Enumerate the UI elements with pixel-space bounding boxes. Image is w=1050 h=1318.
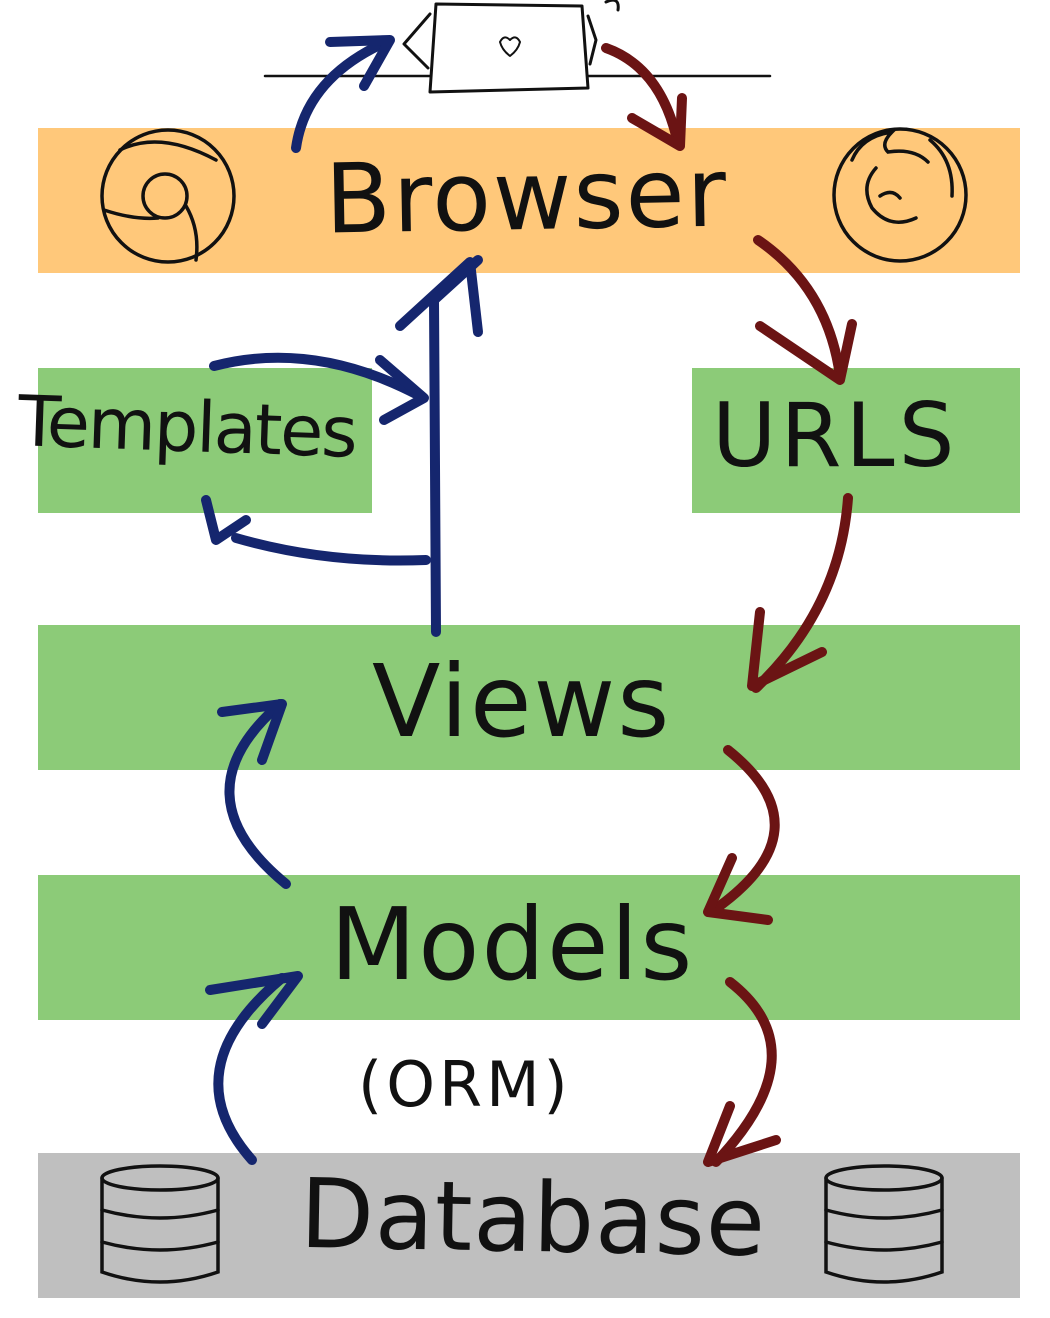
- urls-band: [692, 368, 1020, 513]
- templates-label: Templates: [16, 380, 358, 474]
- browser-label: Browser: [324, 136, 729, 256]
- urls-label: URLS: [712, 384, 959, 487]
- database-label: Database: [299, 1157, 768, 1279]
- models-band: [38, 875, 1020, 1020]
- views-band: [38, 625, 1020, 770]
- views-label: Views: [372, 643, 672, 760]
- models-label: Models: [330, 886, 695, 1003]
- orm-label: (ORM): [358, 1048, 572, 1121]
- laptop-icon: [263, 0, 772, 94]
